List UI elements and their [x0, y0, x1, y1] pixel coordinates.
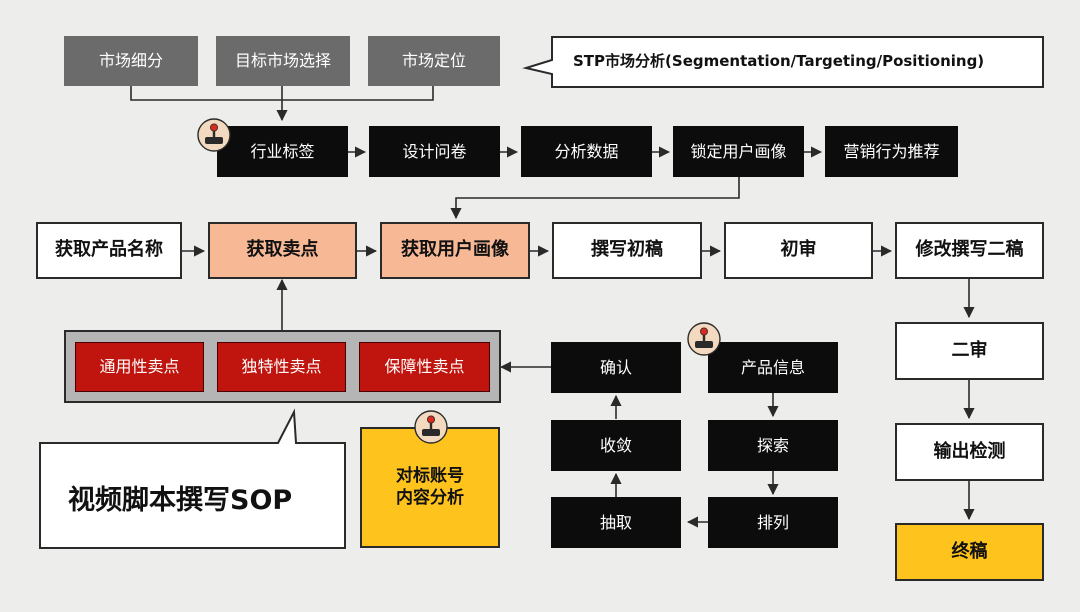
loop-step-confirm[interactable]: 确认	[551, 342, 681, 393]
stp-callout-bubble	[522, 36, 1044, 88]
joystick-icon	[197, 118, 231, 152]
selling-point-general[interactable]: 通用性卖点	[75, 342, 204, 392]
main-step-first-draft[interactable]: 撰写初稿	[552, 222, 702, 279]
research-step-questionnaire[interactable]: 设计问卷	[369, 126, 500, 177]
research-step-industry-tags[interactable]: 行业标签	[217, 126, 348, 177]
benchmark-analysis-box[interactable]: 对标账号 内容分析	[360, 427, 500, 548]
selling-point-guarantee[interactable]: 保障性卖点	[359, 342, 490, 392]
benchmark-line-2: 内容分析	[396, 487, 464, 508]
loop-step-product-info[interactable]: 产品信息	[708, 342, 838, 393]
research-step-user-persona[interactable]: 锁定用户画像	[673, 126, 804, 177]
title-callout-bubble	[39, 408, 346, 549]
main-step-second-draft[interactable]: 修改撰写二稿	[895, 222, 1044, 279]
stp-step-positioning[interactable]: 市场定位	[368, 36, 500, 86]
loop-step-converge[interactable]: 收敛	[551, 420, 681, 471]
stp-step-targeting[interactable]: 目标市场选择	[216, 36, 350, 86]
loop-step-explore[interactable]: 探索	[708, 420, 838, 471]
final-draft-box[interactable]: 终稿	[895, 523, 1044, 581]
loop-step-extract[interactable]: 抽取	[551, 497, 681, 548]
loop-step-arrange[interactable]: 排列	[708, 497, 838, 548]
research-step-analyze-data[interactable]: 分析数据	[521, 126, 652, 177]
selling-point-unique[interactable]: 独特性卖点	[217, 342, 346, 392]
main-step-user-persona[interactable]: 获取用户画像	[380, 222, 530, 279]
main-step-product-name[interactable]: 获取产品名称	[36, 222, 182, 279]
persona-to-main-arrow	[450, 177, 740, 220]
joystick-icon	[414, 410, 448, 444]
sop-title: 视频脚本撰写SOP	[68, 485, 293, 516]
benchmark-line-1: 对标账号	[396, 466, 464, 487]
stp-step-segmentation[interactable]: 市场细分	[64, 36, 198, 86]
research-step-marketing-recommend[interactable]: 营销行为推荐	[825, 126, 958, 177]
joystick-icon	[687, 322, 721, 356]
review-step-second-review[interactable]: 二审	[895, 322, 1044, 380]
stp-callout-text: STP市场分析(Segmentation/Targeting/Positioni…	[573, 52, 985, 70]
main-step-selling-points[interactable]: 获取卖点	[208, 222, 357, 279]
main-step-first-review[interactable]: 初审	[724, 222, 873, 279]
review-step-output-check[interactable]: 输出检测	[895, 423, 1044, 481]
